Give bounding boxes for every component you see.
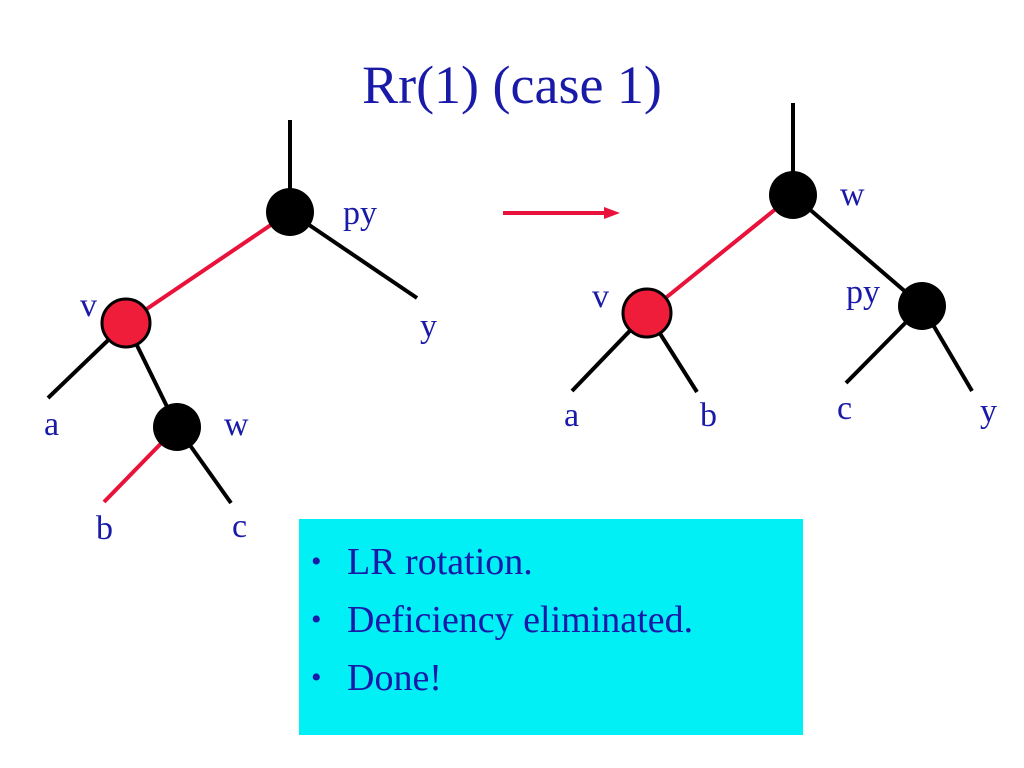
label-py: py [343, 195, 377, 232]
transform-arrow [503, 207, 620, 219]
bullet-icon: • [311, 545, 322, 578]
node-v [100, 297, 152, 349]
note-item: • Done! [311, 649, 803, 707]
node-v [621, 287, 673, 339]
label-a: a [564, 397, 579, 434]
label-a: a [44, 406, 59, 443]
label-c: c [232, 508, 247, 545]
node-py [266, 188, 314, 236]
slide-title: Rr(1) (case 1) [362, 55, 662, 115]
note-text: Done! [347, 657, 442, 699]
edge-py-v [124, 210, 292, 325]
tree-after: w v py a b c y [564, 103, 997, 434]
label-w: w [840, 176, 865, 213]
label-b: b [700, 397, 717, 434]
node-w [769, 171, 817, 219]
note-text: LR rotation. [347, 541, 533, 583]
tree-before: py v y w a b c [44, 120, 437, 547]
node-w [153, 403, 201, 451]
note-text: Deficiency eliminated. [347, 599, 694, 641]
bullet-icon: • [311, 661, 322, 694]
bullet-icon: • [311, 603, 322, 636]
label-v: v [592, 278, 609, 315]
notes-box: • LR rotation. • Deficiency eliminated. • D… [299, 519, 803, 735]
label-v: v [80, 287, 97, 324]
edge-w-v [645, 193, 795, 315]
note-item: • Deficiency eliminated. [311, 591, 803, 649]
label-b: b [96, 510, 113, 547]
edge-w-py [791, 193, 924, 308]
label-c: c [837, 390, 852, 427]
notes-list: • LR rotation. • Deficiency eliminated. • D… [311, 533, 803, 707]
label-py: py [846, 274, 880, 311]
label-y: y [980, 393, 997, 430]
label-w: w [224, 406, 249, 443]
note-item: • LR rotation. [311, 533, 803, 591]
edge-py-y [288, 210, 419, 300]
label-y: y [420, 308, 437, 345]
node-py [898, 282, 946, 330]
